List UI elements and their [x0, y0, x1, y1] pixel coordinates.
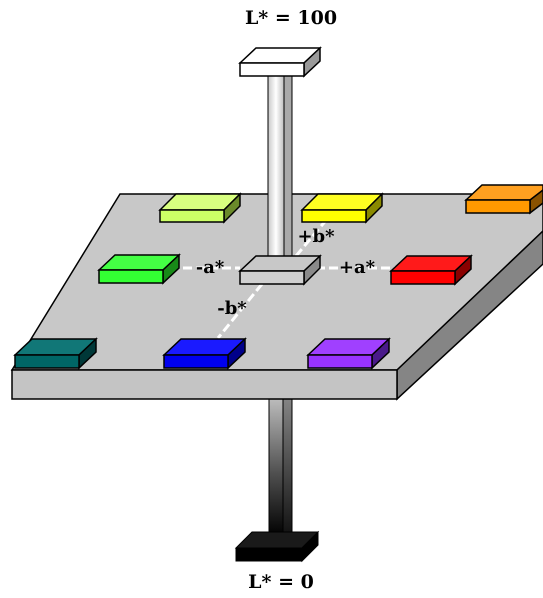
black-base-front	[235, 547, 303, 562]
upper-lightness-pole	[267, 69, 293, 261]
label-plus-b: +b*	[297, 226, 335, 247]
color-chip-blue	[162, 337, 247, 370]
white-cap-front	[239, 62, 305, 77]
color-chip-green	[97, 253, 181, 285]
upper-pole-front	[267, 73, 285, 261]
minus-b-axis-line	[216, 283, 264, 339]
center-neutral-block	[238, 254, 322, 286]
center-block-front	[239, 270, 305, 285]
color-chip-lime-green	[158, 192, 242, 224]
color-chip-orange	[464, 184, 543, 215]
lower-lightness-pole	[268, 391, 293, 537]
label-minus-a: -a*	[196, 257, 225, 278]
white-cap-block	[238, 46, 322, 78]
color-chip-red	[389, 254, 473, 286]
color-chip-teal	[13, 337, 98, 370]
color-chip-violet	[306, 337, 391, 370]
black-base-block	[234, 530, 320, 563]
lower-pole-front	[268, 395, 284, 537]
lower-pole-side	[282, 391, 293, 537]
label-lightness-min: L* = 0	[248, 571, 314, 593]
label-minus-b: -b*	[217, 298, 247, 319]
label-lightness-max: L* = 100	[245, 7, 337, 29]
label-plus-a: +a*	[339, 257, 376, 278]
plate-front-edge	[11, 369, 398, 400]
color-chip-yellow	[300, 192, 384, 224]
upper-pole-side	[283, 69, 293, 261]
